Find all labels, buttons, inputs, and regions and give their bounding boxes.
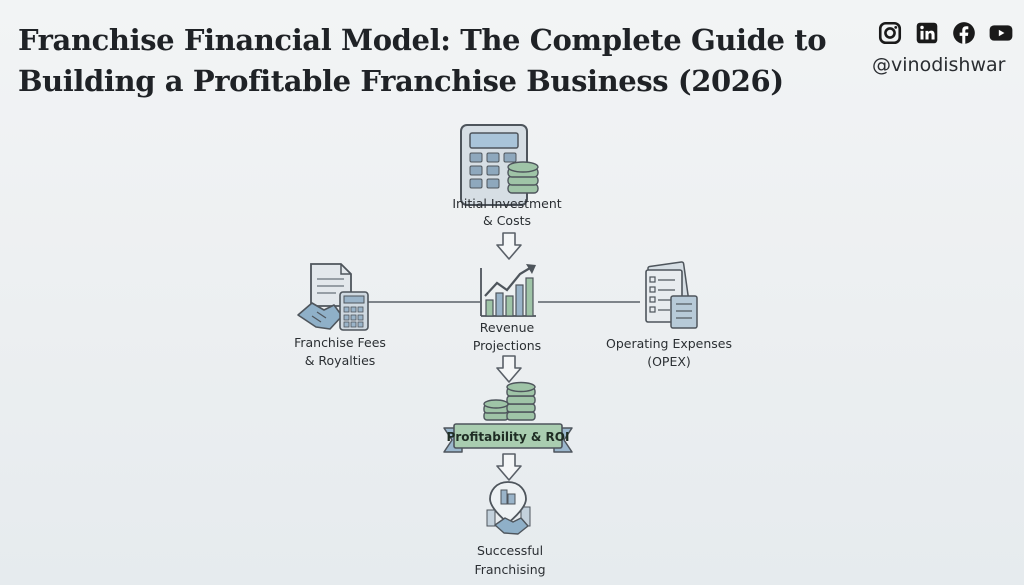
- author-handle: @vinodishwar: [872, 54, 1006, 76]
- coin-stack-icon: [483, 381, 536, 421]
- profitability-ribbon: [443, 423, 573, 453]
- node-opex-line1: Operating Expenses: [606, 336, 732, 351]
- location-pin-handshake-icon: [486, 481, 531, 535]
- node-fees-line1: Franchise Fees: [294, 335, 386, 350]
- node-success-line1: Successful: [477, 543, 543, 558]
- node-success-line2: Franchising: [474, 562, 545, 577]
- arrow-down-1: [496, 232, 522, 260]
- node-revenue-line2: Projections: [473, 338, 541, 353]
- fees-handshake-icon: [297, 263, 369, 331]
- arrow-down-3: [496, 453, 522, 481]
- node-investment-line2: & Costs: [483, 213, 531, 228]
- node-opex-line2: (OPEX): [647, 354, 691, 369]
- node-investment-line1: Initial Investment: [452, 196, 561, 211]
- instagram-icon[interactable]: [876, 20, 904, 46]
- title-line-1: Franchise Financial Model: The Complete …: [18, 23, 827, 57]
- calculator-coins-icon: [460, 124, 539, 206]
- arrow-down-2: [496, 355, 522, 383]
- expenses-documents-icon: [645, 261, 698, 329]
- title-line-2: Building a Profitable Franchise Business…: [18, 64, 784, 98]
- page-title: Franchise Financial Model: The Complete …: [18, 20, 838, 102]
- youtube-icon[interactable]: [987, 20, 1015, 46]
- node-revenue-line1: Revenue: [480, 320, 535, 335]
- growth-chart-icon: [480, 264, 536, 317]
- social-links: [876, 20, 1015, 46]
- node-profit-label: Profitability & ROI: [447, 430, 570, 444]
- facebook-icon[interactable]: [950, 20, 978, 46]
- linkedin-icon[interactable]: [913, 20, 941, 46]
- node-fees-line2: & Royalties: [305, 353, 376, 368]
